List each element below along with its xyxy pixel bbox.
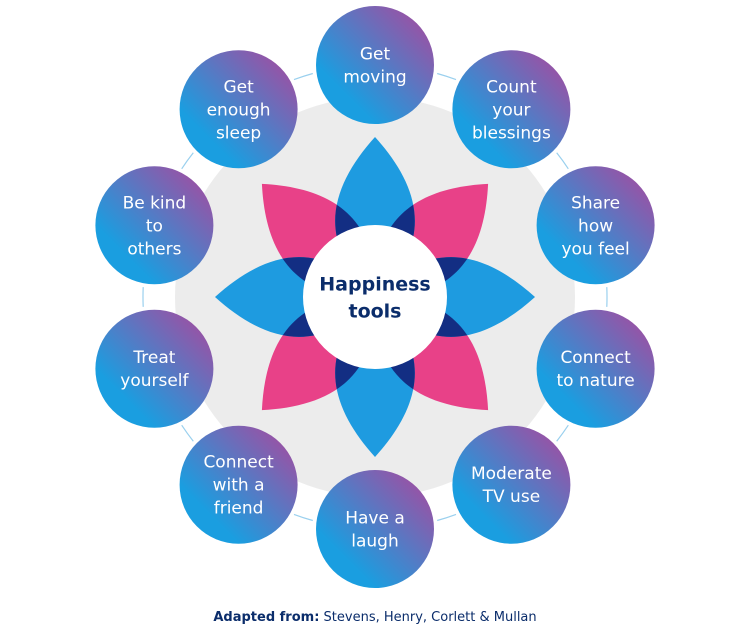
tool-node-label: Moderate TV use — [471, 464, 552, 507]
tool-node-label: Share how you feel — [561, 193, 629, 259]
tool-node-label: Be kind to others — [123, 193, 187, 259]
center-title-line: tools — [348, 301, 401, 323]
tool-node-circle — [95, 166, 214, 285]
tool-node-label: Connect with a friend — [203, 453, 274, 519]
tool-node-label: Count your blessings — [472, 77, 551, 143]
tool-node: Moderate TV use — [452, 425, 571, 544]
caption-lead: Adapted from: — [213, 610, 320, 625]
tool-node-label-line: how — [578, 216, 613, 236]
tool-node-label-line: TV use — [482, 487, 541, 507]
center-title: Happiness tools — [319, 274, 430, 323]
tool-node-label: Treat yourself — [120, 348, 189, 391]
tool-node-label-line: you feel — [561, 239, 629, 259]
tool-node-circle — [95, 309, 214, 428]
tool-node-label-line: Be kind — [123, 193, 187, 213]
tool-node-label: Get enough sleep — [207, 77, 271, 143]
caption-source: Stevens, Henry, Corlett & Mullan — [319, 610, 537, 625]
tool-node-circle — [452, 50, 571, 169]
tool-node-circle — [536, 166, 655, 285]
tool-node-label: Have a laugh — [345, 509, 405, 552]
tool-node-label-line: others — [127, 239, 181, 259]
tool-node-label-line: Connect — [560, 348, 631, 368]
tool-node-label-line: with a — [213, 476, 265, 496]
tool-node-label-line: Connect — [203, 453, 274, 473]
tool-node-label-line: Treat — [132, 348, 175, 368]
tool-node-label-line: Share — [571, 193, 620, 213]
tool-node: Count your blessings — [452, 50, 571, 169]
center-circle — [303, 225, 447, 369]
tool-node-label-line: sleep — [216, 123, 261, 143]
tool-node-label-line: to nature — [557, 371, 635, 391]
tool-node-label-line: your — [492, 100, 530, 120]
tool-node-circle — [316, 470, 434, 588]
tool-node-label-line: Count — [486, 77, 537, 97]
tool-node: Connect to nature — [536, 309, 655, 428]
tool-node-circle — [316, 6, 434, 124]
diagram-canvas: Happiness tools Get moving Count your blessin… — [95, 6, 655, 588]
tool-node: Get moving — [316, 6, 434, 124]
tool-node-label: Get moving — [343, 45, 406, 88]
tool-node-label-line: laugh — [351, 532, 398, 552]
tool-node: Share how you feel — [536, 166, 655, 285]
tool-node-circle — [179, 50, 298, 169]
tool-node: Be kind to others — [95, 166, 214, 285]
tool-node-label-line: enough — [207, 100, 271, 120]
tool-node: Treat yourself — [95, 309, 214, 428]
tool-node-circle — [536, 309, 655, 428]
ring-connector — [142, 72, 608, 522]
tool-node-label-line: moving — [343, 68, 406, 88]
tool-node-label-line: Moderate — [471, 464, 552, 484]
center-title-line: Happiness — [319, 274, 430, 296]
tool-node: Get enough sleep — [179, 50, 298, 169]
tool-node-label-line: Get — [223, 77, 254, 97]
tool-node-circle — [452, 425, 571, 544]
tool-node-label-line: Have a — [345, 509, 405, 529]
tool-node-label-line: Get — [360, 45, 391, 65]
tool-node-label-line: to — [146, 216, 163, 236]
tool-node-label-line: blessings — [472, 123, 551, 143]
tool-node: Have a laugh — [316, 470, 434, 588]
caption: Adapted from: Stevens, Henry, Corlett & … — [0, 610, 750, 625]
tool-node-label-line: friend — [214, 499, 264, 519]
tool-node-label: Connect to nature — [557, 348, 635, 391]
tool-node-circle — [179, 425, 298, 544]
tool-node-label-line: yourself — [120, 371, 189, 391]
tool-node: Connect with a friend — [179, 425, 298, 544]
